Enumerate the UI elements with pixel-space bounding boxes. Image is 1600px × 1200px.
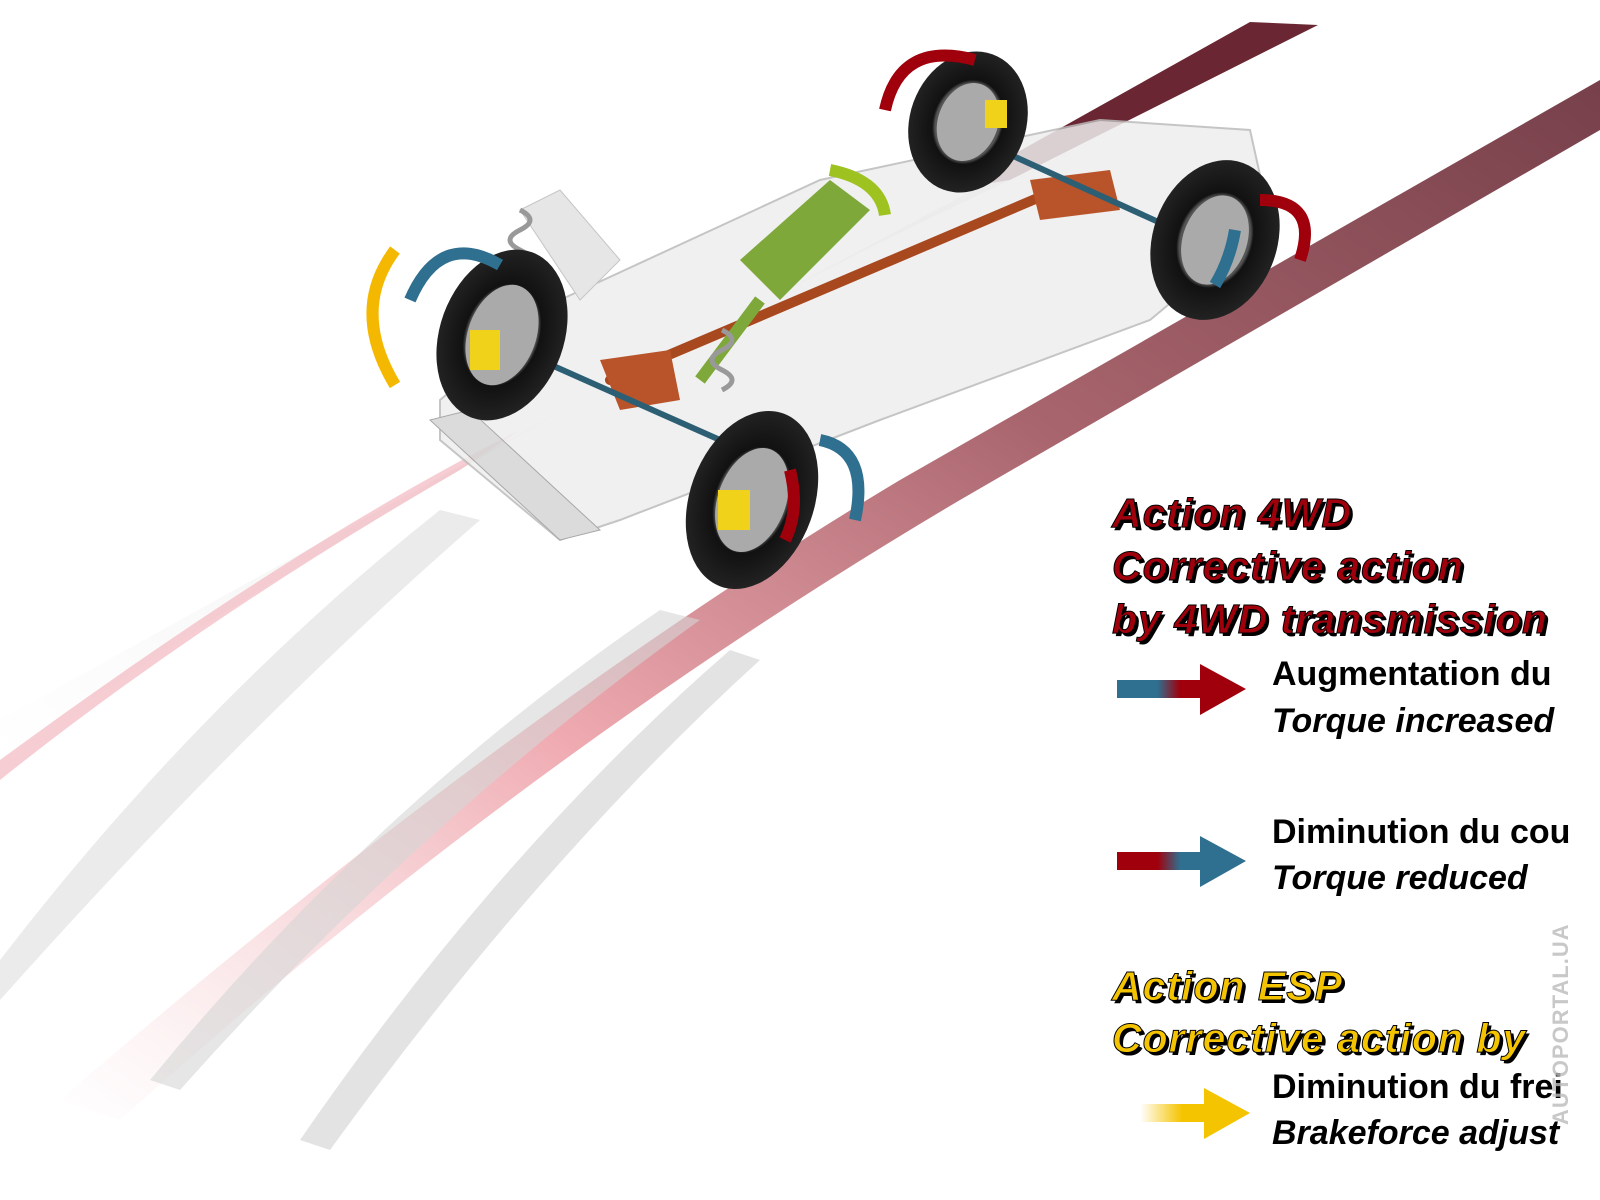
legend-arrow-brakeforce	[1140, 1088, 1250, 1139]
section-4wd-subtitle-1: Corrective action	[1112, 543, 1464, 590]
legend-brake-fr: Diminution du frei	[1272, 1068, 1563, 1106]
section-4wd-title: Action 4WD	[1111, 490, 1353, 537]
legend-increase-en: Torque increased	[1272, 702, 1555, 740]
legend-reduce-fr: Diminution du cou	[1272, 813, 1571, 851]
legend-reduce-en: Torque reduced	[1272, 859, 1528, 897]
legend-arrow-torque-increased	[1117, 664, 1246, 715]
wheel-rear-left	[908, 51, 1028, 193]
legend-arrow-torque-reduced	[1117, 836, 1246, 887]
chassis-frame	[428, 118, 1272, 542]
rotation-arrows	[366, 49, 1311, 543]
section-esp-title: Action ESP	[1112, 963, 1343, 1010]
wheel-front-left	[436, 249, 568, 421]
section-4wd-subtitle-2: by 4WD transmission	[1112, 596, 1548, 643]
driveshaft	[507, 147, 1222, 443]
legend-increase-fr: Augmentation du	[1272, 655, 1552, 693]
wheel-front-right	[685, 410, 819, 590]
section-esp-subtitle: Corrective action by	[1111, 1015, 1527, 1062]
watermark: AUTOPORTAL.UA	[1548, 923, 1573, 1125]
legend-brake-en: Brakeforce adjust	[1272, 1114, 1560, 1152]
